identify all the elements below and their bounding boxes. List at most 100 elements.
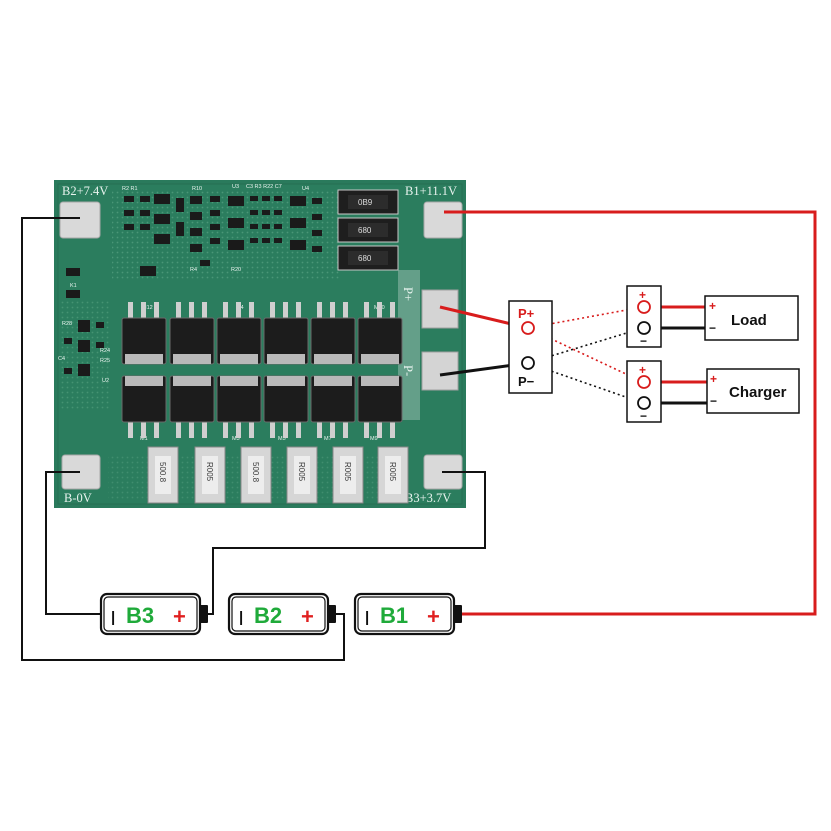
silk-u2: U2 <box>102 378 109 384</box>
silk-m7: M7 <box>324 436 332 442</box>
battery-label: B3 <box>126 603 154 628</box>
res-top-2: 680 <box>358 226 372 235</box>
silk-c3: C3 R3 R22 C7 <box>246 184 282 190</box>
port-minus-label: P− <box>518 374 535 389</box>
shunt-resistor: R005 <box>332 446 364 504</box>
pcb-via-field-left <box>60 300 110 410</box>
load-terminal-block: + − <box>626 285 662 348</box>
battery-pos-mark: + <box>427 604 440 629</box>
shunt-value: R005 <box>388 462 397 482</box>
p-label-strip <box>398 270 420 420</box>
load-terminal-minus: − <box>640 334 647 348</box>
label-p-plus-board: P+ <box>401 287 415 301</box>
charger-terminal-plus-screw <box>637 375 651 389</box>
mosfet <box>263 375 309 438</box>
load-terminal-plus: + <box>639 288 646 302</box>
load-plus-sign: + <box>709 299 716 313</box>
shunt-value: 500.8 <box>158 462 167 483</box>
shunt-value: R005 <box>297 462 306 482</box>
label-b0: B-0V <box>64 491 92 505</box>
battery-neg-mark: | <box>239 609 243 626</box>
silk-m12: M12 <box>142 305 153 311</box>
mosfet <box>216 302 262 365</box>
silk-r24: R24 <box>100 348 110 354</box>
silk-r2r1: R2 R1 <box>122 186 138 192</box>
silk-r4: R4 <box>190 267 197 273</box>
charger-label: Charger <box>729 384 787 401</box>
silk-r25: R25 <box>100 358 110 364</box>
load-device: + − Load <box>704 295 799 341</box>
mosfet <box>263 302 309 365</box>
charger-plus-sign: + <box>710 372 717 386</box>
shunt-resistor: R005 <box>286 446 318 504</box>
port-plus-terminal <box>521 321 535 335</box>
load-box <box>704 295 799 341</box>
shunt-value: 500.8 <box>251 462 260 483</box>
shunt-resistor: 500.8 <box>240 446 272 504</box>
battery-neg-mark: | <box>365 609 369 626</box>
load-terminal-minus-screw <box>637 321 651 335</box>
label-b2: B2+7.4V <box>62 184 108 198</box>
port-minus-terminal <box>521 356 535 370</box>
pad-p-minus <box>421 351 459 391</box>
mosfet <box>357 375 403 438</box>
load-terminal-box <box>626 285 662 348</box>
output-port: P+ P− <box>508 300 553 394</box>
silk-r20: R20 <box>231 267 241 273</box>
bms-board: B2+7.4V B1+11.1V B-0V B3+3.7V P+ P- R2 R… <box>54 180 466 508</box>
shunt-resistors: 500.8 R005 500.8 R005 R005 R005 <box>147 446 409 504</box>
silk-m1: M1 <box>140 436 148 442</box>
wire-b2 <box>21 217 345 661</box>
charger-terminal-plus: + <box>639 363 646 377</box>
port-box <box>508 300 553 394</box>
shunt-value: R005 <box>343 462 352 482</box>
label-b1: B1+11.1V <box>405 184 457 198</box>
wire-b0 <box>45 471 102 615</box>
battery-b2: | B2 + <box>227 592 336 636</box>
charger-terminal-block: + − <box>626 360 662 423</box>
smd-components <box>64 194 322 376</box>
load-label: Load <box>731 312 767 329</box>
pad-b1 <box>423 201 463 239</box>
label-p-minus-board: P- <box>401 365 415 376</box>
charger-box <box>706 368 800 414</box>
wire-b3 <box>204 471 486 615</box>
silk-u3: U3 <box>232 184 239 190</box>
silk-c4: C4 <box>58 356 65 362</box>
silk-m3: M3 <box>232 436 240 442</box>
shunt-resistor: 500.8 <box>147 446 179 504</box>
port-plus-label: P+ <box>518 306 535 321</box>
battery-b1: | B1 + <box>353 592 462 636</box>
pad-b2 <box>59 201 101 239</box>
charger-terminal-minus: − <box>640 409 647 423</box>
silk-m5: M5 <box>278 436 286 442</box>
res-top-1: 0B9 <box>358 198 373 207</box>
top-resistors: 0B9 680 680 <box>337 189 399 271</box>
mosfet <box>121 302 167 365</box>
wire-b1-red <box>444 210 817 616</box>
shunt-value: R005 <box>205 462 214 482</box>
shunt-resistor: R005 <box>377 446 409 504</box>
mosfet <box>169 375 215 438</box>
load-terminal-plus-screw <box>637 300 651 314</box>
charger-device: + − Charger <box>706 368 800 414</box>
silk-r28: R28 <box>62 321 72 327</box>
silk-u4: U4 <box>302 186 309 192</box>
battery-pos-mark: + <box>301 604 314 629</box>
battery-label: B2 <box>254 603 282 628</box>
mosfet <box>169 302 215 365</box>
res-top-3: 680 <box>358 254 372 263</box>
mosfet <box>216 375 262 438</box>
battery-pack: | B3 + | B2 + | B1 + <box>99 592 462 636</box>
battery-label: B1 <box>380 603 408 628</box>
shunt-resistor: R005 <box>194 446 226 504</box>
battery-b3: | B3 + <box>99 592 208 636</box>
charger-terminal-minus-screw <box>637 396 651 410</box>
label-b3: B3+3.7V <box>405 491 451 505</box>
mosfet <box>310 302 356 365</box>
charger-minus-sign: − <box>710 394 717 408</box>
battery-neg-mark: | <box>111 609 115 626</box>
battery-pos-mark: + <box>173 604 186 629</box>
mosfet <box>310 375 356 438</box>
